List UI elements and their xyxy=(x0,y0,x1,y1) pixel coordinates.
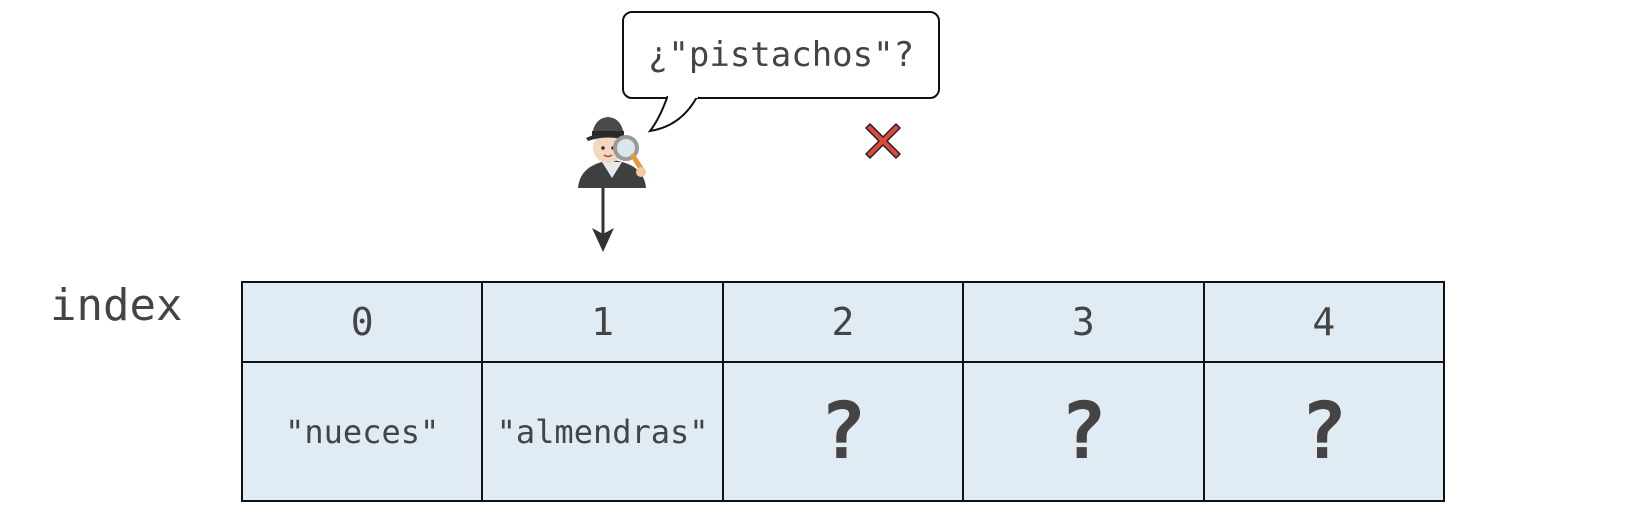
index-cell: 1 xyxy=(483,283,724,363)
arrow-down-icon xyxy=(592,188,614,252)
detective-icon xyxy=(578,117,646,188)
index-cell: 2 xyxy=(723,283,965,363)
value-cell-unknown: ? xyxy=(964,363,1205,502)
index-cell: 0 xyxy=(243,283,484,363)
value-cell: "almendras" xyxy=(483,363,724,502)
cross-mark-icon xyxy=(865,123,901,159)
query-text: ¿"pistachos"? xyxy=(647,35,915,75)
array-table: 0 1 2 3 4 "nueces" "almendras" ? ? ? xyxy=(241,281,1445,502)
value-cell-unknown: ? xyxy=(1204,363,1445,502)
value-cell: "nueces" xyxy=(243,363,484,502)
index-label: index xyxy=(50,280,183,331)
index-cell: 4 xyxy=(1204,283,1445,363)
value-cell-unknown: ? xyxy=(723,363,965,502)
value-row: "nueces" "almendras" ? ? ? xyxy=(243,363,1445,502)
speech-bubble-tail xyxy=(647,96,699,133)
index-cell: 3 xyxy=(964,283,1205,363)
index-row: 0 1 2 3 4 xyxy=(243,283,1445,363)
speech-bubble: ¿"pistachos"? xyxy=(622,11,940,99)
